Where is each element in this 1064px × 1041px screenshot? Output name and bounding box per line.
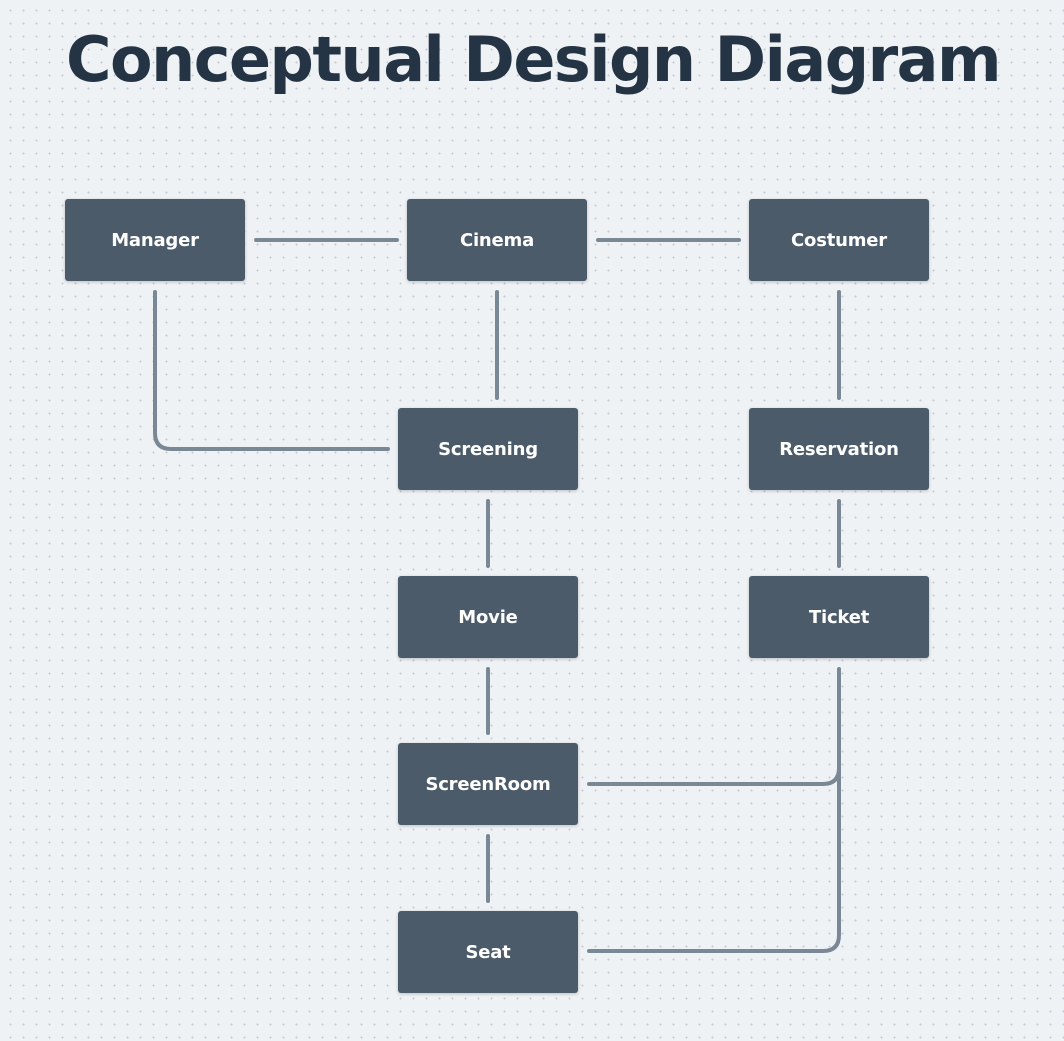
entity-label: Manager <box>111 229 199 251</box>
entity-manager[interactable]: Manager <box>65 199 245 281</box>
connector-ticket-screenroom[interactable] <box>587 667 841 786</box>
entity-label: ScreenRoom <box>425 773 551 795</box>
entity-seat[interactable]: Seat <box>398 911 578 993</box>
entity-ticket[interactable]: Ticket <box>749 576 929 658</box>
entity-label: Reservation <box>779 438 899 460</box>
entity-label: Seat <box>465 941 511 963</box>
connector-manager-screening[interactable] <box>153 290 390 451</box>
connector-ticket-seat[interactable] <box>587 758 841 953</box>
entity-label: Movie <box>458 606 518 628</box>
diagram-title: Conceptual Design Diagram <box>66 23 1002 96</box>
entity-label: Screening <box>438 438 538 460</box>
entity-cinema[interactable]: Cinema <box>407 199 587 281</box>
entity-screening[interactable]: Screening <box>398 408 578 490</box>
entity-label: Costumer <box>791 229 887 251</box>
entity-label: Cinema <box>459 229 535 251</box>
entity-screenroom[interactable]: ScreenRoom <box>398 743 578 825</box>
entity-label: Ticket <box>808 606 870 628</box>
entity-costumer[interactable]: Costumer <box>749 199 929 281</box>
entity-movie[interactable]: Movie <box>398 576 578 658</box>
entity-reservation[interactable]: Reservation <box>749 408 929 490</box>
